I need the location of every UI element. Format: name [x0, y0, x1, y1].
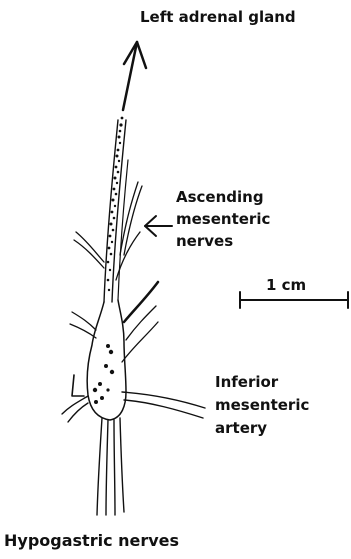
scale-label: 1 cm [266, 276, 306, 294]
label-ascending-1: Ascending [176, 188, 264, 206]
label-ascending-2: mesenteric [176, 210, 270, 228]
main-nerve-trunk [104, 120, 128, 302]
label-artery-3: artery [215, 419, 267, 437]
label-artery-2: mesenteric [215, 396, 309, 414]
side-branches [70, 282, 158, 362]
label-artery-1: Inferior [215, 373, 279, 391]
label-hypogastric-nerves: Hypogastric nerves [4, 531, 179, 550]
adrenal-arrow [123, 42, 146, 110]
label-ascending-3: nerves [176, 232, 233, 250]
inferior-mesenteric-ganglion [87, 300, 126, 420]
ganglion-cells [93, 344, 114, 404]
scale-bar [240, 292, 348, 308]
left-hook [72, 375, 84, 396]
label-left-adrenal-gland: Left adrenal gland [140, 8, 296, 26]
hypogastric-nerves [97, 418, 124, 515]
